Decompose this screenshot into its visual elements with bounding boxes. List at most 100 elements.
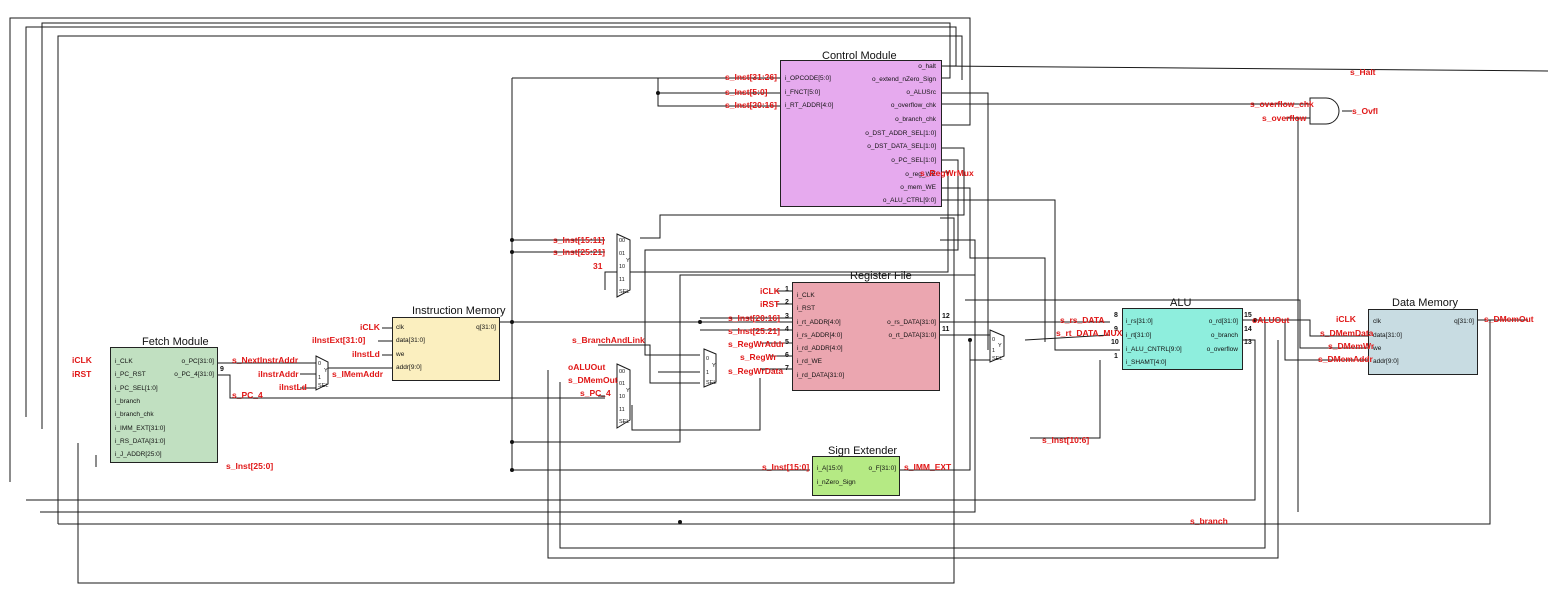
mux-imem-0: 0	[318, 361, 322, 367]
imem-out-q: q[31:0]	[476, 324, 496, 331]
mux-dst-data-10: 10	[619, 394, 626, 400]
mux-dst-addr-y: Y	[626, 258, 630, 264]
mux-dst-addr-00: 00	[619, 238, 626, 244]
fetch-in-imm-ext: i_IMM_EXT[31:0]	[115, 425, 166, 432]
sign-extender	[812, 456, 900, 496]
signal-iinstraddr: iInstrAddr	[258, 369, 299, 379]
mux-jal-0: 0	[706, 356, 710, 362]
mux-dst-data-sel: SEL	[619, 419, 630, 425]
dmem-out-q: q[31:0]	[1454, 318, 1474, 325]
dmem-in-data: data[31:0]	[1373, 332, 1402, 339]
signal-dmemout: s_DMemOut	[1484, 314, 1534, 324]
sign-extender-title: Sign Extender	[828, 445, 898, 457]
mux-jal-sel: SEL	[706, 380, 717, 386]
signal-rs-data: s_rs_DATA	[1060, 315, 1105, 325]
rf-pin-5: 5	[785, 339, 789, 346]
alu-pin-15: 15	[1244, 312, 1252, 319]
imem-in-addr: addr[9:0]	[396, 364, 422, 371]
mux-imem-y: Y	[324, 368, 328, 374]
mux-imem-addr	[315, 355, 329, 391]
signal-dmemwr: s_DMemWr	[1328, 341, 1375, 351]
alu-pin-13: 13	[1244, 339, 1252, 346]
mux-dst-data-01: 01	[619, 381, 626, 387]
fetch-module	[110, 347, 218, 463]
mux-dst-data-11: 11	[619, 407, 625, 413]
mux-alusrc-0: 0	[992, 337, 996, 343]
mux-imem-1: 1	[318, 375, 322, 381]
alu-pin-8: 8	[1114, 312, 1118, 319]
fetch-module-title: Fetch Module	[142, 336, 209, 348]
control-out-reg-we: o_reg_WE	[905, 171, 936, 178]
control-out-branch-chk: o_branch_chk	[895, 116, 936, 123]
instruction-memory	[392, 317, 500, 381]
alu-out-overflow: o_overflow	[1206, 346, 1238, 353]
mux-dst-data	[616, 363, 631, 429]
signal-branchandlink: s_BranchAndLink	[572, 335, 645, 345]
rf-out-rs-data: o_rs_DATA[31:0]	[887, 319, 936, 326]
rf-pin-6: 6	[785, 352, 789, 359]
alu-pin-1: 1	[1114, 353, 1118, 360]
imem-in-data: data[31:0]	[396, 337, 425, 344]
signal-iclk-rf: iCLK	[760, 286, 780, 296]
rf-pin-3: 3	[785, 313, 789, 320]
dmem-in-addr: addr[9:0]	[1373, 358, 1399, 365]
alu-in-rs: i_rs[31:0]	[1126, 318, 1153, 325]
signal-inst-15-0: s_Inst[15:0]	[762, 462, 810, 472]
signal-inst-15-11: s_Inst[15:11]	[553, 235, 605, 245]
alu-pin-10: 10	[1111, 339, 1119, 346]
signal-imemaddr: s_IMemAddr	[332, 369, 384, 379]
mux-dst-addr-10: 10	[619, 264, 626, 270]
signal-overflow-chk: s_overflow_chk	[1250, 99, 1314, 109]
signal-imm-ext: s_IMM_EXT	[904, 462, 952, 472]
rf-out-rt-data: o_rt_DATA[31:0]	[888, 332, 936, 339]
control-out-mem-we: o_mem_WE	[900, 184, 936, 191]
signal-iinstld-im: iInstLd	[352, 349, 380, 359]
signext-in-a: i_A[15:0]	[817, 465, 843, 472]
fetch-in-j-addr: i_J_ADDR[25:0]	[115, 451, 162, 458]
control-out-overflow-chk: o_overflow_chk	[890, 102, 936, 109]
rf-in-rd-data: i_rd_DATA[31:0]	[797, 372, 845, 379]
signal-oaluout-mux: oALUOut	[568, 362, 606, 372]
control-out-dst-addr-sel: o_DST_ADDR_SEL[1:0]	[865, 130, 936, 137]
rf-in-clk: i_CLK	[797, 292, 815, 299]
instruction-memory-title: Instruction Memory	[412, 305, 506, 317]
signal-inst-25-21-rf: s_Inst[25:21]	[728, 326, 780, 336]
signal-irst-rf: iRST	[760, 299, 780, 309]
signal-iclk-dm: iCLK	[1336, 314, 1356, 324]
signal-dmemdata: s_DMemData	[1320, 328, 1374, 338]
rf-in-rd-addr: i_rd_ADDR[4:0]	[797, 345, 843, 352]
mux-dst-data-y: Y	[626, 388, 630, 394]
signal-branch: s_branch	[1190, 516, 1228, 526]
signal-inst-31-26: s_Inst[31:26]	[725, 72, 777, 82]
imem-in-clk: clk	[396, 324, 404, 331]
signal-inst-10-6: s_Inst[10:6]	[1042, 435, 1090, 445]
control-in-fnct: i_FNCT[5:0]	[785, 89, 821, 96]
control-out-halt: o_halt	[918, 63, 936, 70]
mux-alusrc-y: Y	[998, 343, 1002, 349]
signal-inst-25-21-mux: s_Inst[25:21]	[553, 247, 605, 257]
signal-regwrmux: s_RegWrMux	[920, 168, 974, 178]
signal-halt: s_Halt	[1350, 67, 1376, 77]
rf-in-rd-we: i_rd_WE	[797, 358, 822, 365]
alu-pin-9: 9	[1114, 326, 1118, 333]
fetch-out-pc: o_PC[31:0]	[181, 358, 214, 365]
signal-dmemaddr: s_DMemAddr	[1318, 354, 1373, 364]
control-out-alusrc: o_ALUSrc	[906, 89, 936, 96]
mux-jal	[703, 348, 717, 388]
signal-nextinstraddr: s_NextInstrAddr	[232, 355, 299, 365]
mux-dst-addr-01: 01	[619, 251, 626, 257]
signal-const-31: 31	[593, 261, 603, 271]
data-memory	[1368, 309, 1478, 375]
signal-regwraddr: s_RegWrAddr	[728, 339, 785, 349]
control-module-title: Control Module	[822, 50, 897, 62]
control-out-dst-data-sel: o_DST_DATA_SEL[1:0]	[867, 143, 936, 150]
imem-in-we: we	[396, 351, 405, 358]
control-out-pc-sel: o_PC_SEL[1:0]	[891, 157, 936, 164]
alu-out-branch: o_branch	[1210, 332, 1238, 339]
mux-alusrc-1: 1	[992, 348, 996, 354]
register-file-title: Register File	[850, 270, 912, 282]
data-memory-title: Data Memory	[1392, 297, 1459, 309]
signal-pc4-f: s_PC_4	[232, 390, 263, 400]
